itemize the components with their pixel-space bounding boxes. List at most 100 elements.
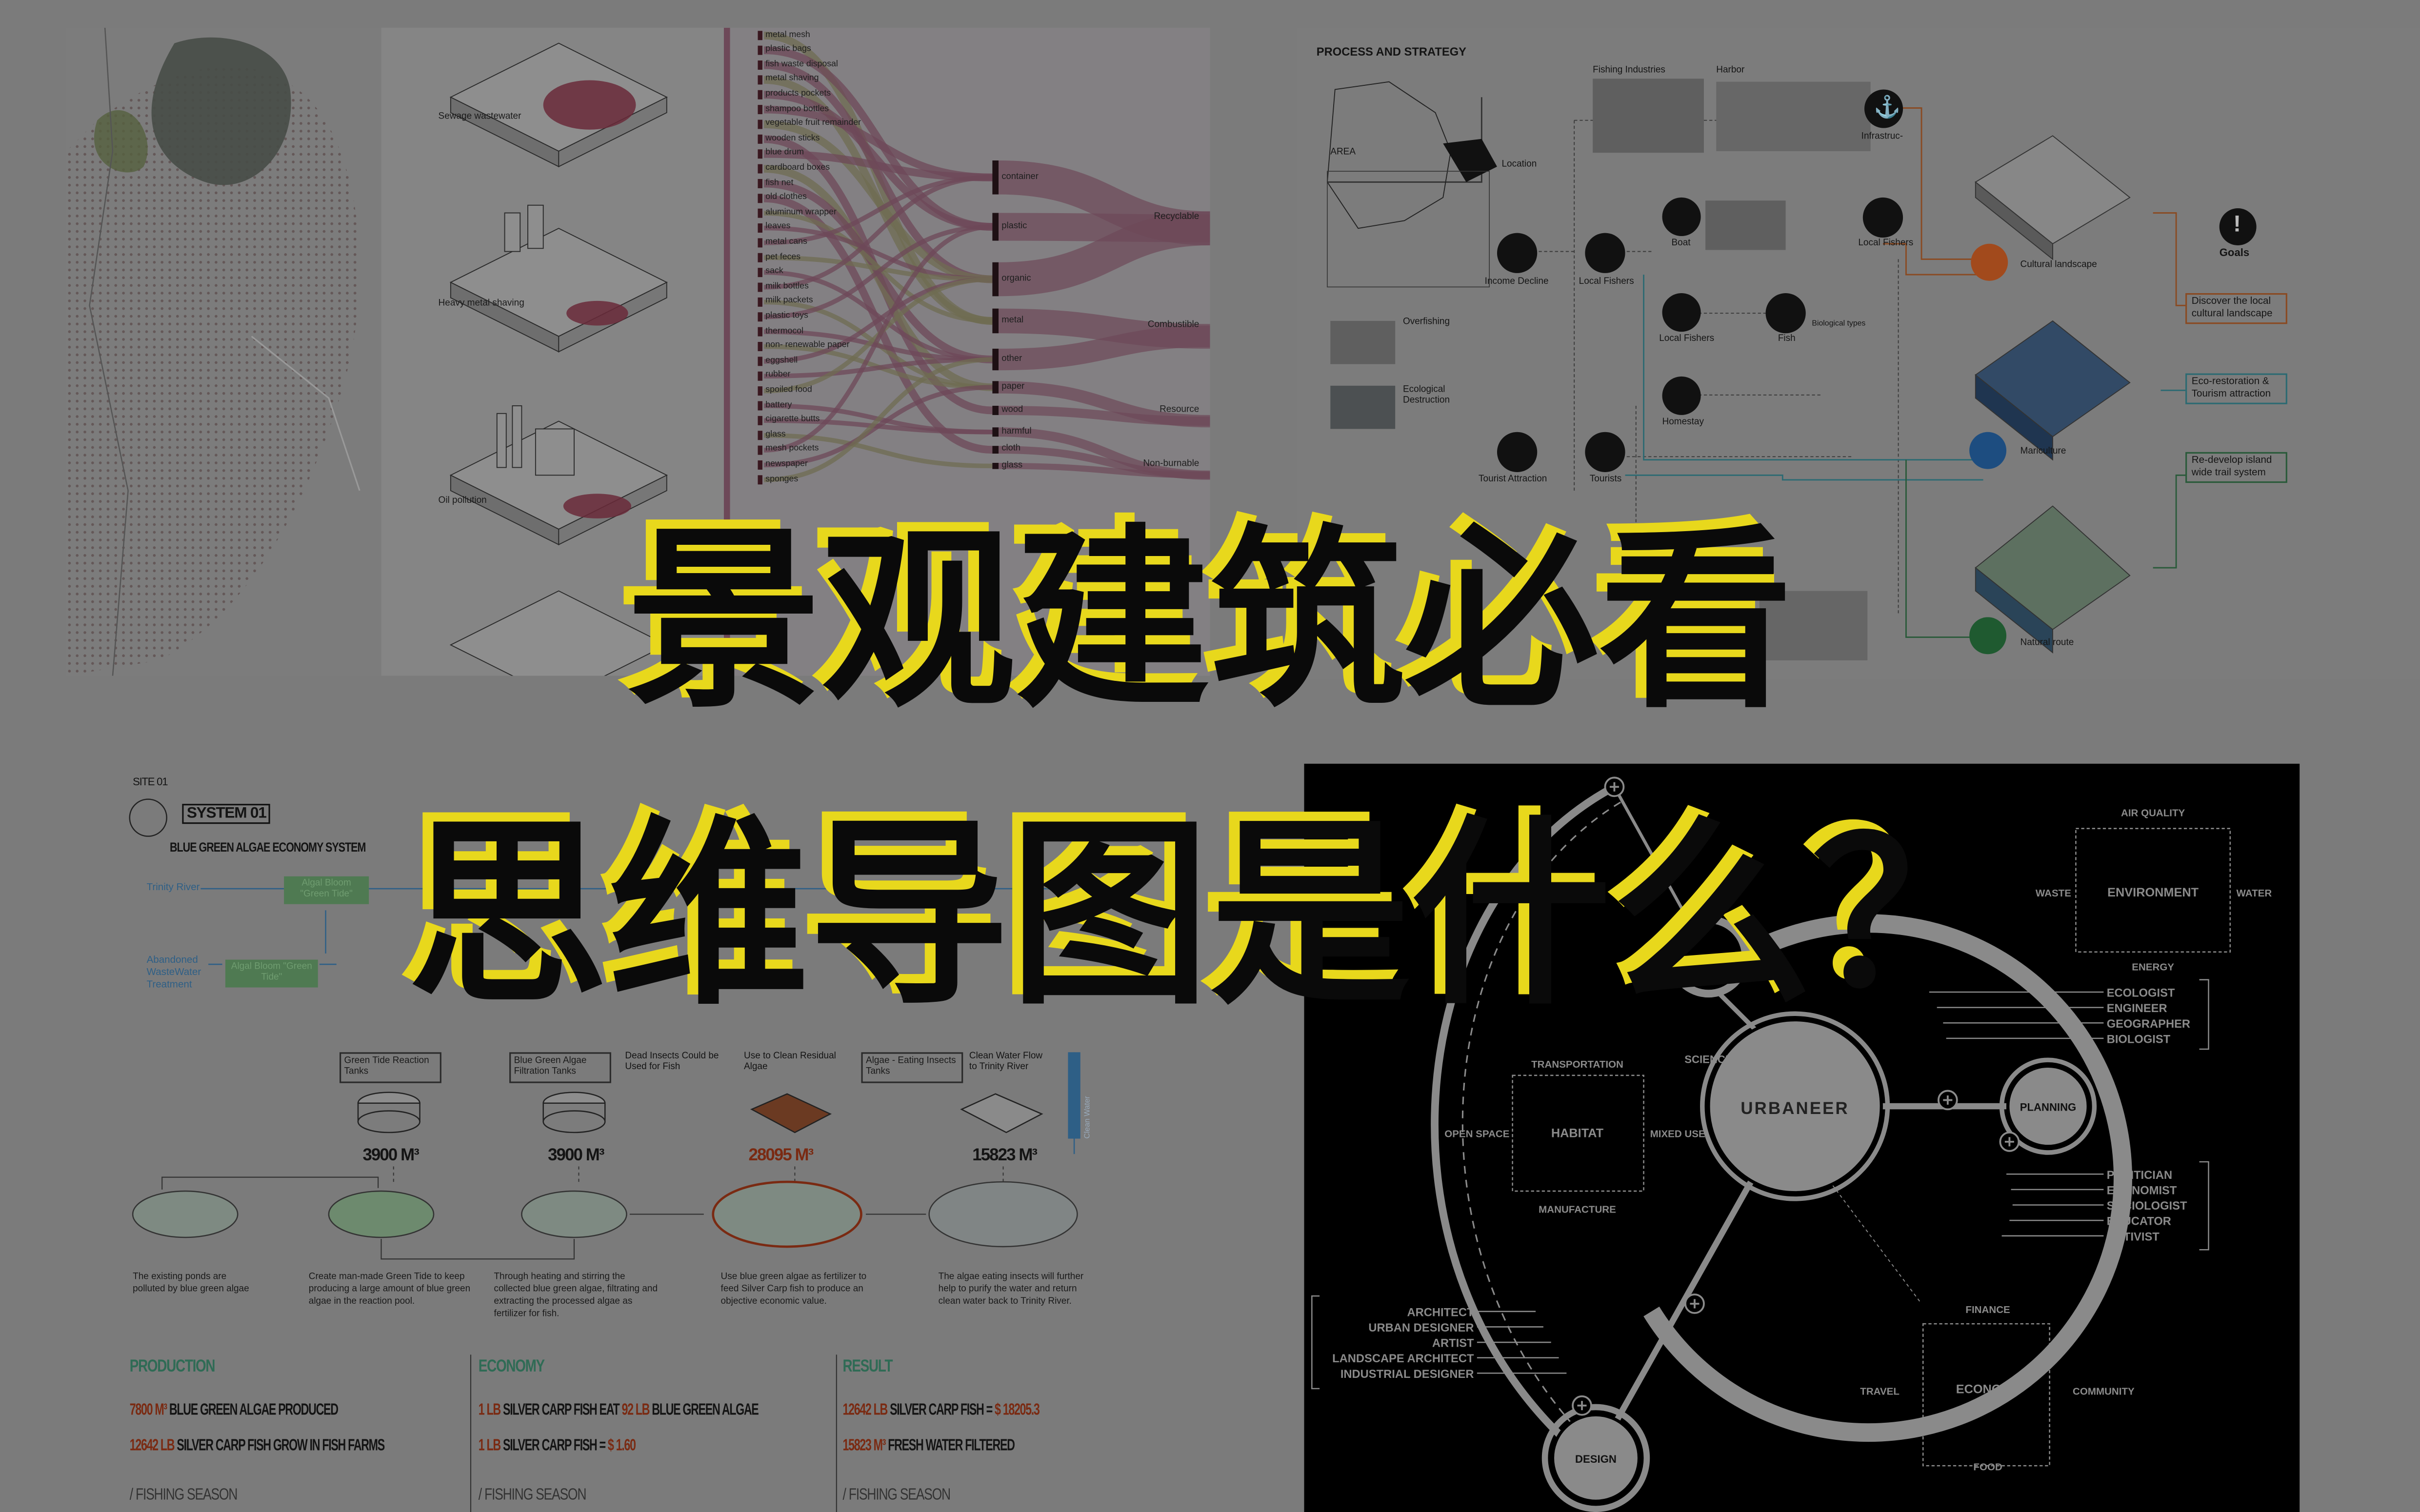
role-label: URBAN DESIGNER (1368, 1322, 1474, 1334)
hub-label: PLANNING (2020, 1101, 2077, 1114)
hiker-icon (1585, 432, 1625, 472)
urbaneer-diagram: URBANEER SCIENCE PLANNING DESIGN AIR QUA… (1311, 776, 2272, 1512)
sankey-category-label: glass (1001, 460, 1023, 470)
sankey-source-node (758, 445, 762, 455)
economy-bottom: FOOD (1973, 1462, 2002, 1473)
sankey-flow (764, 385, 993, 468)
node-label: Homestay (1662, 418, 1704, 428)
sankey-flow (764, 120, 993, 283)
house-icon (1662, 376, 1701, 415)
sankey-source-label: products pockets (765, 89, 831, 99)
sankey-source-label: metal mesh (765, 30, 810, 40)
source-label: Abandoned WasteWater Treatment (146, 955, 201, 991)
sankey-flow (764, 224, 993, 453)
sankey-category-label: plastic (1001, 221, 1027, 231)
role-label: ECONOMIST (2107, 1184, 2177, 1197)
sankey-flow (764, 255, 993, 282)
area-label: AREA (1330, 148, 1356, 158)
boat-photo (1705, 200, 1786, 250)
sankey-source-label: cardboard boxes (765, 163, 830, 173)
season-footer: / FISHING SEASON (129, 1486, 238, 1505)
flow-note: Dead Insects Could be Used for Fish (625, 1052, 719, 1073)
sankey-source-label: plastic toys (765, 311, 808, 321)
sankey-category-node (992, 160, 999, 195)
sankey-source-node (758, 31, 762, 40)
node-label: Fish (1778, 335, 1796, 344)
sankey-flow (999, 405, 1210, 426)
node-label: Ecological Destruction (1402, 385, 1450, 406)
sankey-source-node (758, 238, 762, 248)
summary-row: 1 LB SILVER CARP FISH EAT 92 LB BLUE GRE… (479, 1401, 759, 1419)
economy-right: COMMUNITY (2073, 1386, 2135, 1397)
summary-heading: RESULT (842, 1357, 893, 1376)
sankey-flow (999, 462, 1210, 478)
habitat-left: OPEN SPACE (1444, 1128, 1509, 1139)
sankey-flow (764, 224, 993, 319)
urbaneer-diagram-panel: URBANEER SCIENCE PLANNING DESIGN AIR QUA… (1304, 763, 2300, 1512)
habitat-right: MIXED USE (1650, 1128, 1705, 1139)
title-line-1: 景观建筑必看 (626, 507, 1794, 735)
anchor-icon: ⚓ (1864, 89, 1903, 128)
sankey-source-node (758, 105, 762, 115)
step-description: Use blue green algae as fertilizer to fe… (720, 1273, 867, 1307)
factory-icon (1862, 197, 1903, 238)
summary-value: $ 18205.3 (995, 1401, 1040, 1420)
habitat-top: TRANSPORTATION (1531, 1059, 1623, 1070)
iso-label: Sewage wastewater (438, 112, 521, 122)
site-label: SITE 01 (133, 777, 168, 789)
role-label: LANDSCAPE ARCHITECT (1332, 1353, 1474, 1365)
sankey-source-node (758, 179, 762, 188)
sankey-flow (764, 91, 993, 231)
hub-label: DESIGN (1575, 1453, 1617, 1465)
sankey-source-node (758, 194, 762, 203)
process-box: Green Tide Reaction Tanks (340, 1052, 441, 1083)
mariculture-icon (1969, 432, 2007, 469)
harbor-photo (1716, 81, 1871, 152)
sankey-source-label: non- renewable paper (765, 341, 850, 351)
algal-bloom-box: Algal Bloom "Green Tide" (284, 876, 369, 904)
sankey-source-label: thermocol (765, 326, 804, 336)
sankey-flow (764, 270, 993, 362)
goals-label: Goals (2219, 248, 2250, 259)
sankey-source-label: sack (765, 267, 783, 277)
process-connectors (1326, 81, 2186, 654)
env-top: AIR QUALITY (2121, 807, 2185, 818)
sankey-flow (764, 357, 993, 482)
sankey-source-label: fish waste disposal (765, 60, 838, 69)
sankey-source-label: leaves (765, 222, 791, 232)
exclamation-icon: ! (2219, 208, 2257, 245)
sankey-category-label: wood (1001, 405, 1023, 415)
role-label: ECOLOGIST (2107, 987, 2175, 999)
node-label: Local Fishers (1659, 335, 1715, 344)
sankey-category-label: other (1001, 354, 1022, 363)
step-description: Through heating and stirring the collect… (494, 1273, 658, 1319)
node-label: Biological types (1812, 319, 1866, 329)
photo-label: Fishing Industries (1593, 66, 1665, 76)
summary-value: 15823 M³ (842, 1436, 886, 1455)
summary-text: FRESH WATER FILTERED (885, 1436, 1015, 1455)
sankey-category-node (992, 381, 999, 394)
sankey-source-node (758, 460, 762, 470)
lighthouse-icon (1497, 432, 1538, 472)
sankey-source-label: glass (765, 430, 786, 439)
summary-row: 12642 LB SILVER CARP FISH GROW IN FISH F… (129, 1436, 385, 1455)
algal-bloom-box: Algal Bloom "Green Tide" (225, 959, 318, 988)
summary-value: 12642 LB (129, 1436, 175, 1455)
sankey-source-node (758, 371, 762, 381)
dotted-map (66, 27, 360, 676)
sankey-source-node (758, 75, 762, 85)
node-label: Local Fishers (1858, 239, 1914, 249)
sankey-source-node (758, 341, 762, 351)
season-footer: / FISHING SEASON (478, 1486, 587, 1505)
node-label: Overfishing (1402, 318, 1450, 327)
sankey-source-node (758, 357, 762, 366)
sankey-category-node (992, 308, 999, 334)
role-label: INDUSTRIAL DESIGNER (1340, 1368, 1474, 1381)
coast-photo (1759, 591, 1868, 660)
sankey-source-node (758, 45, 762, 55)
flow-note: Clean Water (1083, 1096, 1093, 1139)
system-title: BLUE GREEN ALGAE ECONOMY SYSTEM (170, 839, 366, 855)
fish-icon (1765, 293, 1806, 334)
section-heading: PROCESS AND STRATEGY (1316, 44, 1467, 59)
